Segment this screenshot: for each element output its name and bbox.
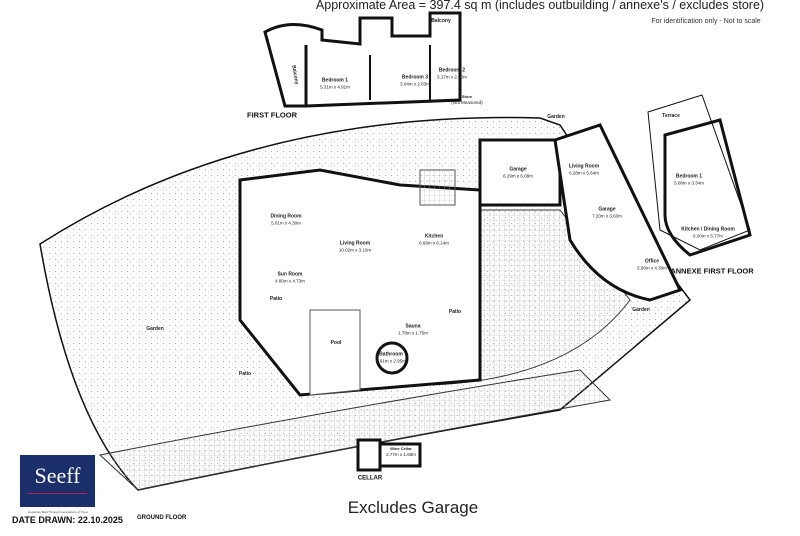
room-name: Bedroom 2 [438, 67, 466, 74]
room-name: Garage [509, 166, 527, 173]
room-name: Kitchen [424, 233, 444, 240]
room-dimensions: 2.77m x 1.68m [386, 451, 416, 457]
scale-note: For identification only - Not to scale [651, 17, 761, 25]
room-name: Living Room [339, 240, 371, 247]
date-drawn: DATE DRAWN: 22.10.2025 [12, 515, 123, 525]
room-name: Store [461, 94, 473, 100]
logo-brand: Seeff [34, 463, 81, 488]
room-patio-left: Patio [269, 296, 283, 303]
room-name: Living Room [568, 163, 600, 170]
room-name: Office [644, 258, 660, 265]
room-terrace: Terrace [662, 113, 680, 120]
room-dimensions: 6.00m x 5.77m [693, 233, 723, 239]
room-dimensions: 10.02m x 3.10m [338, 247, 372, 253]
room-name: Kitchen / Dining Room [681, 226, 735, 233]
ground-floor-plot [39, 116, 692, 491]
cellar-outline [356, 438, 422, 472]
room-name: Wine Cellar [390, 446, 412, 452]
seeff-logo: Seeff [20, 455, 95, 507]
first-floor-title: FIRST FLOOR [247, 110, 297, 120]
annexe-title: ANNEXE FIRST FLOOR [670, 266, 754, 276]
room-dimensions: 3.04m x 2.83m [400, 81, 430, 87]
room-dimensions: 6.29m x 6.08m [503, 173, 533, 179]
room-name: Bedroom 1 [321, 77, 349, 84]
room-dimensions: 5.17m x 2.60m [437, 74, 467, 80]
room-name: Sun Room [277, 271, 303, 278]
room-store: Store(Not Measured) [451, 94, 483, 105]
room-dimensions: 1.78m x 1.75m [398, 330, 428, 336]
room-name: Garage [598, 206, 616, 213]
cellar-title: CELLAR [357, 475, 383, 482]
room-name: Sauna [405, 323, 421, 330]
room-dimensions: 5.08m x 3.34m [674, 180, 704, 186]
room-name: Bathroom [379, 351, 403, 358]
area-heading: Approximate Area = 397.4 sq m (includes … [315, 0, 765, 12]
room-dimensions: 6.68m x 6.14m [419, 240, 449, 246]
logo-tagline: Expertise Built Through Generations of T… [28, 510, 88, 514]
room-garden-right: Garden [632, 307, 650, 314]
room-dimensions: 6.28m x 5.64m [569, 170, 599, 176]
room-dimensions: 7.20m x 3.60m [592, 213, 622, 219]
room-balcony: Balcony [431, 18, 451, 25]
room-dimensions: 5.01m x 4.30m [271, 220, 301, 226]
room-dimensions: (Not Measured) [451, 99, 483, 105]
room-garden-top: Garden [547, 114, 565, 121]
room-pool: Pool [330, 340, 342, 347]
excludes-garage-note: Excludes Garage [347, 498, 479, 518]
room-dimensions: 2.91m x 2.95m [376, 358, 406, 364]
room-dimensions: 4.80m x 4.73m [275, 278, 305, 284]
room-name: Bedroom 1 [675, 173, 703, 180]
logo-underline [28, 493, 87, 494]
room-name: Bedroom 3 [401, 74, 429, 81]
room-name: Dining Room [270, 213, 302, 220]
first-floor-outline [263, 11, 462, 108]
room-patio-right: Patio [448, 309, 462, 316]
room-patio-bottom: Patio [238, 371, 252, 378]
room-dimensions: 5.66m x 4.36m [637, 265, 667, 271]
annexe-outline [647, 94, 752, 257]
ground-floor-title: GROUND FLOOR [137, 515, 187, 521]
room-garden-left: Garden [146, 326, 164, 333]
room-dimensions: 5.31m x 4.91m [320, 84, 350, 90]
